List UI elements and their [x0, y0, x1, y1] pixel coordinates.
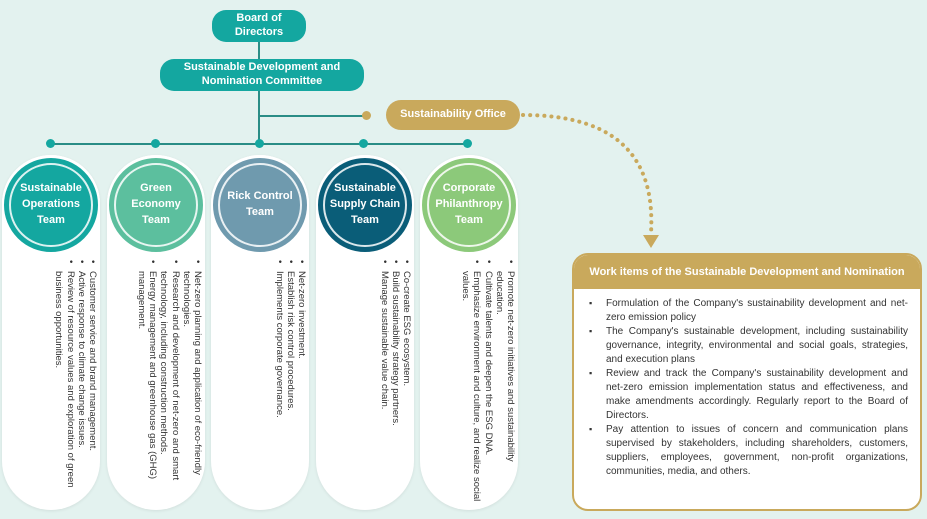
- team-item: Promote net-zero initiatives and sustain…: [494, 271, 516, 503]
- work-item: Formulation of the Company's sustainabil…: [586, 297, 908, 325]
- team-item: Net-zero investment.: [296, 271, 307, 503]
- committee-box: Sustainable Development and Nomination C…: [160, 59, 364, 91]
- team-title-line: Corporate: [442, 182, 496, 195]
- office-label: Sustainability Office: [400, 108, 506, 121]
- team-item: Net-zero planning and application of eco…: [181, 271, 203, 503]
- team-item: Establish risk control procedures.: [285, 271, 296, 503]
- work-items-title: Work items of the Sustainable Developmen…: [574, 255, 920, 289]
- team-title-line: Green: [140, 182, 172, 195]
- team-title-line: Sustainable: [334, 182, 396, 195]
- connector-committee-down: [258, 91, 260, 144]
- team-item: Co-create ESG ecosystem.: [401, 271, 412, 503]
- board-label: Board of Directors: [234, 12, 284, 38]
- team-item: Customer service and brand management.: [87, 271, 98, 503]
- connector-to-office: [259, 115, 367, 117]
- team-item: Research and development of net-zero and…: [158, 271, 180, 503]
- bus-dot-3: [255, 139, 264, 148]
- team-title-line: Team: [455, 213, 483, 226]
- team-title-line: Team: [37, 213, 65, 226]
- team-title-line: Team: [142, 213, 170, 226]
- work-item: Pay attention to issues of concern and c…: [586, 423, 908, 479]
- dotted-arrow: [521, 113, 659, 248]
- team-item: Emphasize environment and culture, and r…: [460, 271, 482, 503]
- sustainability-office-box: Sustainability Office: [386, 100, 520, 130]
- bus-dot-5: [463, 139, 472, 148]
- team-title-line: Rick Control: [227, 190, 293, 203]
- bus-dot-1: [46, 139, 55, 148]
- connector-board-committee: [258, 42, 260, 59]
- bus-dot-4: [359, 139, 368, 148]
- team-title-line: Philanthropy: [435, 198, 503, 211]
- board-of-directors-box: Board of Directors: [212, 10, 306, 42]
- office-connector-dot: [362, 111, 371, 120]
- work-items-panel: Work items of the Sustainable Developmen…: [572, 253, 922, 511]
- team-item: Review of resource values and exploratio…: [53, 271, 75, 503]
- bus-dot-2: [151, 139, 160, 148]
- team-title-line: Supply Chain: [329, 198, 401, 211]
- committee-label: Sustainable Development and Nomination C…: [183, 61, 341, 87]
- team-title-line: Economy: [131, 198, 181, 211]
- team-title-line: Team: [351, 213, 379, 226]
- team-title-line: Sustainable: [20, 182, 82, 195]
- work-items-list: Formulation of the Company's sustainabil…: [586, 297, 908, 479]
- team-item: Active response to climate change issues…: [76, 271, 87, 503]
- team-item: Build sustainability strategy partners.: [390, 271, 401, 503]
- work-item: Review and track the Company's sustainab…: [586, 367, 908, 423]
- work-item: The Company's sustainable development, i…: [586, 325, 908, 367]
- team-item: Energy management and greenhouse gas (GH…: [136, 271, 158, 503]
- team-item: Manage sustainable value chain.: [378, 271, 390, 503]
- team-item: Cultivate talents and deepen the ESG DNA…: [482, 271, 494, 503]
- team-title-line: Operations: [21, 198, 81, 211]
- team-title-line: Team: [246, 206, 274, 218]
- team-item: Implements corporate governance.: [273, 271, 285, 503]
